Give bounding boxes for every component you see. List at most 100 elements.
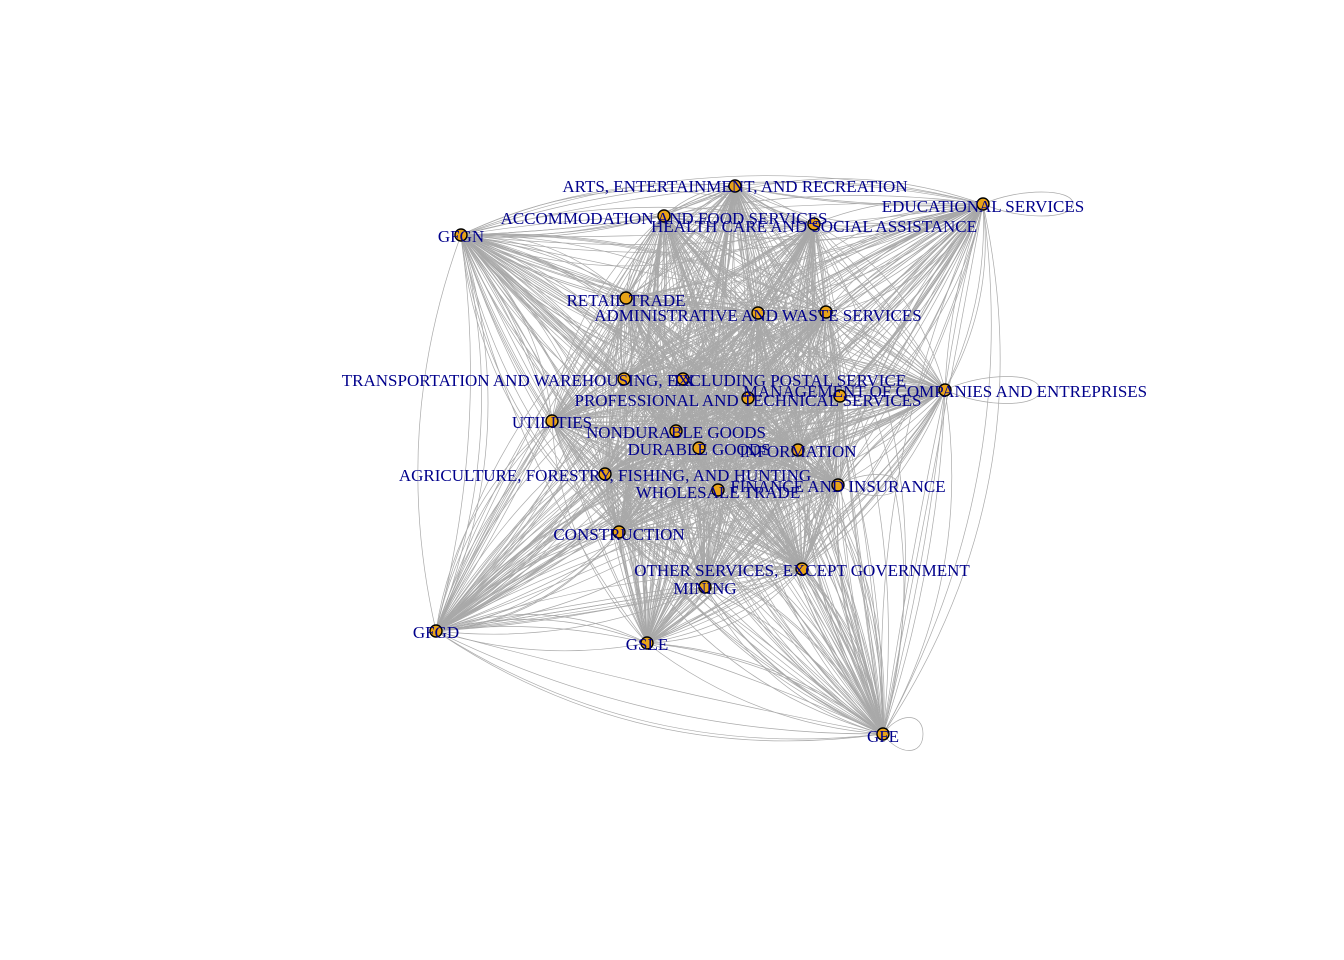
node-gsle xyxy=(640,636,654,650)
edge-gsle-gfe xyxy=(646,642,884,735)
edge-agri-other xyxy=(604,473,803,570)
edge-admin-construction xyxy=(618,312,759,533)
edge-durable-gfe xyxy=(698,447,884,735)
edge-arts-gfe xyxy=(734,185,884,735)
edge-construction-gsle xyxy=(618,531,650,644)
edge-retail-gfgd xyxy=(435,297,627,632)
edge-construction-mining xyxy=(618,531,706,588)
self-loop-mgmt xyxy=(944,376,1041,404)
edge-mining-gsle xyxy=(646,586,706,644)
edge-realestate-gfe xyxy=(839,395,884,735)
edge-mining-gfe xyxy=(704,586,884,735)
edge-arts-health xyxy=(734,185,815,225)
edge-health-utilities xyxy=(551,223,815,422)
edge-transport-info xyxy=(623,378,799,451)
node-label-utilities: UTILITIES xyxy=(512,413,592,432)
node-realestate xyxy=(833,389,847,403)
node-construction xyxy=(612,525,626,539)
edge-mgmt-gfe xyxy=(882,389,946,735)
edge-wholesale-gfgd xyxy=(435,489,719,632)
edge-transport-utilities xyxy=(551,378,625,422)
edge-nondurable-finance xyxy=(675,430,839,486)
edge-transport-utilities xyxy=(551,378,625,422)
edge-wholesale-gfe xyxy=(717,489,884,735)
edge-tx-gfgd xyxy=(435,378,684,632)
edge-nondurable-gfgd xyxy=(435,430,677,632)
edge-mgmt-gfe xyxy=(882,389,946,735)
edge-other-mining xyxy=(704,568,803,589)
edge-wholesale-gsle xyxy=(646,489,719,644)
edge-accom-retail xyxy=(625,215,665,299)
edge-health-gfe xyxy=(813,223,884,735)
edge-realestate-nondurable xyxy=(675,395,841,432)
edge-finance-other xyxy=(801,484,839,570)
edge-construction-mining xyxy=(618,531,706,588)
edge-construction-gfgd xyxy=(435,531,620,632)
edge-util_node-transport xyxy=(623,311,827,380)
edge-construction-gfe xyxy=(618,531,884,735)
edge-retail-info xyxy=(625,297,799,451)
edge-admin-tx xyxy=(682,312,759,380)
edge-mgmt-wholesale xyxy=(717,389,946,491)
edge-realestate-mining xyxy=(704,395,841,588)
edge-mining-gfgd xyxy=(435,586,706,635)
edge-wholesale-other xyxy=(717,489,803,570)
edge-arts-educ xyxy=(734,185,984,206)
edge-mgmt-gfe xyxy=(882,389,946,735)
edge-mgmt-realestate xyxy=(839,381,946,397)
edge-mgmt-gfgd xyxy=(435,389,946,632)
edge-info-gfgd xyxy=(435,449,799,632)
edge-mining-gfe xyxy=(704,586,884,735)
edge-educ-gfgn xyxy=(460,175,984,236)
edge-accom-utilities xyxy=(551,215,665,422)
edge-wholesale-mining xyxy=(702,489,719,588)
edge-util_node-transport xyxy=(623,311,827,380)
edge-retail-util_node xyxy=(625,297,827,313)
node-label-nondurable: NONDURABLE GOODS xyxy=(586,423,766,442)
node-label-prof: PROFESSIONAL AND TECHNICAL SERVICES xyxy=(574,391,921,410)
node-gfe xyxy=(876,727,890,741)
self-loop-educ xyxy=(982,191,1074,217)
node-label-gfe: GFE xyxy=(867,727,899,746)
edge-gfgd-gfe xyxy=(435,630,884,742)
edge-nondurable-construction xyxy=(618,430,677,533)
edge-prof-info xyxy=(747,397,799,451)
edge-gsle-gfe xyxy=(646,642,884,735)
node-educ xyxy=(976,197,990,211)
edge-util_node-mgmt xyxy=(825,311,946,391)
edge-mining-gfgd xyxy=(435,586,706,632)
edge-mgmt-finance xyxy=(837,389,946,486)
edge-utilities-gfe xyxy=(551,420,884,735)
node-prof xyxy=(741,391,755,405)
edge-finance-other xyxy=(801,484,839,570)
edge-utilities-gfe xyxy=(551,420,884,735)
edge-educ-gfe xyxy=(882,203,992,735)
edge-gsle-gfe xyxy=(646,642,884,735)
edge-utilities-gsle xyxy=(551,420,648,644)
node-wholesale xyxy=(711,483,725,497)
edge-gfgd-gsle xyxy=(435,614,648,644)
node-tx xyxy=(676,372,690,386)
node-other xyxy=(795,562,809,576)
edge-transport-gfgd xyxy=(435,378,625,632)
edge-info-mining xyxy=(704,449,799,588)
node-utilities xyxy=(545,414,559,428)
edge-durable-other xyxy=(698,447,803,570)
edge-educ-gfgn xyxy=(460,203,984,245)
edge-layer xyxy=(417,175,1001,742)
edge-construction-mining xyxy=(618,531,706,588)
edge-arts-retail xyxy=(625,185,736,299)
edge-prof-gfgd xyxy=(435,397,749,632)
edge-agri-gfe xyxy=(604,473,884,735)
edge-finance-gfgd xyxy=(435,484,839,632)
node-label-transport: TRANSPORTATION AND WAREHOUSING, EXCLUDIN… xyxy=(342,371,906,390)
edge-mining-gsle xyxy=(646,586,706,644)
edge-realestate-finance xyxy=(835,395,841,486)
edge-mgmt-gsle xyxy=(646,389,946,644)
edge-arts-gfgn xyxy=(460,185,736,238)
edge-construction-gfe xyxy=(618,531,884,735)
node-agri xyxy=(598,467,612,481)
edge-construction-gsle xyxy=(618,531,648,644)
edge-wholesale-gfgd xyxy=(435,489,719,632)
edge-tx-agri xyxy=(604,378,684,475)
